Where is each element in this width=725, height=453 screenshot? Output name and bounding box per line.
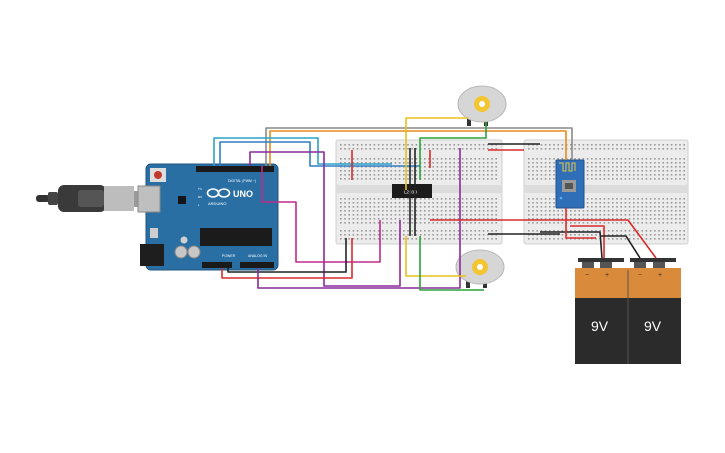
l293d-chip[interactable]: L293D [392, 184, 432, 198]
wires [213, 117, 657, 291]
battery-9v-2[interactable]: − + 9V [628, 258, 681, 364]
reset-button[interactable] [154, 171, 162, 179]
wire-blue [219, 141, 420, 167]
power-label: POWER [222, 254, 236, 258]
wire-red-battery-1 [570, 225, 605, 258]
wire-cyan [213, 137, 392, 166]
power-header[interactable] [202, 262, 232, 268]
esp8266-module[interactable] [555, 159, 585, 209]
wire-gray [265, 127, 573, 166]
digital-label: DIGITAL (PWM ~) [228, 179, 256, 183]
battery-9v-1[interactable]: − + 9V [575, 258, 628, 364]
analog-header[interactable] [240, 262, 274, 268]
battery-1-plus: + [605, 272, 609, 279]
arduino-uno-board[interactable]: UNO ARDUINO DIGITAL (PWM ~) POWER ANALOG… [137, 163, 279, 271]
wire-purple-bottom [257, 148, 461, 289]
wire-purple-top [249, 151, 401, 287]
l-led-label: L [198, 203, 200, 207]
breadboard-right[interactable] [523, 139, 689, 245]
wire-red-bottom [221, 238, 353, 279]
wire-yellow-top [405, 117, 468, 190]
tx-label: TX [198, 187, 202, 191]
rx-label: RX [198, 195, 202, 199]
wire-yellow [405, 236, 466, 277]
dc-motor-top[interactable] [457, 85, 507, 126]
wire-red-battery [430, 219, 657, 259]
wire-orange [269, 130, 567, 166]
arduino-logo-icon [206, 188, 231, 198]
wire-green-top [419, 122, 487, 180]
atmega-chip [200, 228, 272, 246]
digital-header[interactable] [196, 166, 274, 172]
breadboard-left-holes [340, 144, 497, 240]
wire-black-battery-1 [540, 231, 603, 259]
analog-label: ANALOG IN [248, 254, 268, 258]
battery-1-label: 9V [591, 318, 609, 334]
dc-motor-bottom[interactable] [455, 249, 505, 288]
usb-cable [36, 185, 150, 212]
l293d-label: L293D [404, 190, 418, 195]
battery-1-minus: − [585, 272, 589, 279]
wire-red-esp [565, 208, 596, 239]
wire-black-bottom [227, 238, 347, 273]
arduino-logo-text: UNO [233, 189, 253, 199]
wire-green [419, 236, 484, 291]
battery-2-minus: − [638, 272, 642, 279]
breadboard-right-holes [528, 144, 685, 240]
wire-magenta [261, 166, 381, 263]
wire-black-battery-2 [600, 235, 641, 259]
battery-2-plus: + [658, 272, 662, 279]
battery-2-label: 9V [644, 318, 662, 334]
arduino-brand-text: ARDUINO [208, 201, 226, 206]
